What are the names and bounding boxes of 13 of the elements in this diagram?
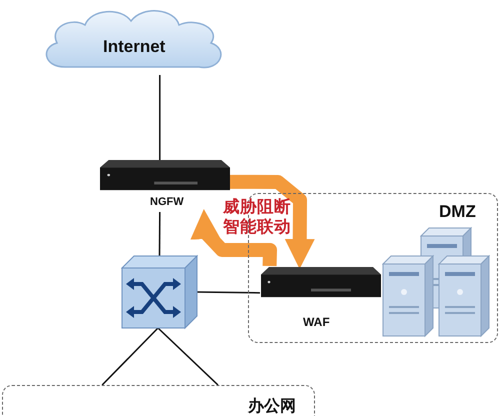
connector-line xyxy=(159,75,161,160)
connector-line xyxy=(157,327,218,386)
zone-label: 办公网 xyxy=(248,396,296,416)
device-label: WAF xyxy=(303,315,330,329)
cloud-label: Internet xyxy=(103,37,166,57)
curved-arrow xyxy=(230,174,315,269)
annotation-text: 威胁阻断智能联动 xyxy=(222,197,292,237)
device-label: NGFW xyxy=(150,196,184,208)
connector-line xyxy=(196,291,260,294)
curved-arrow xyxy=(190,209,277,266)
connector-line xyxy=(158,212,161,256)
connector-line xyxy=(102,327,159,386)
zone-label: DMZ xyxy=(439,202,476,222)
